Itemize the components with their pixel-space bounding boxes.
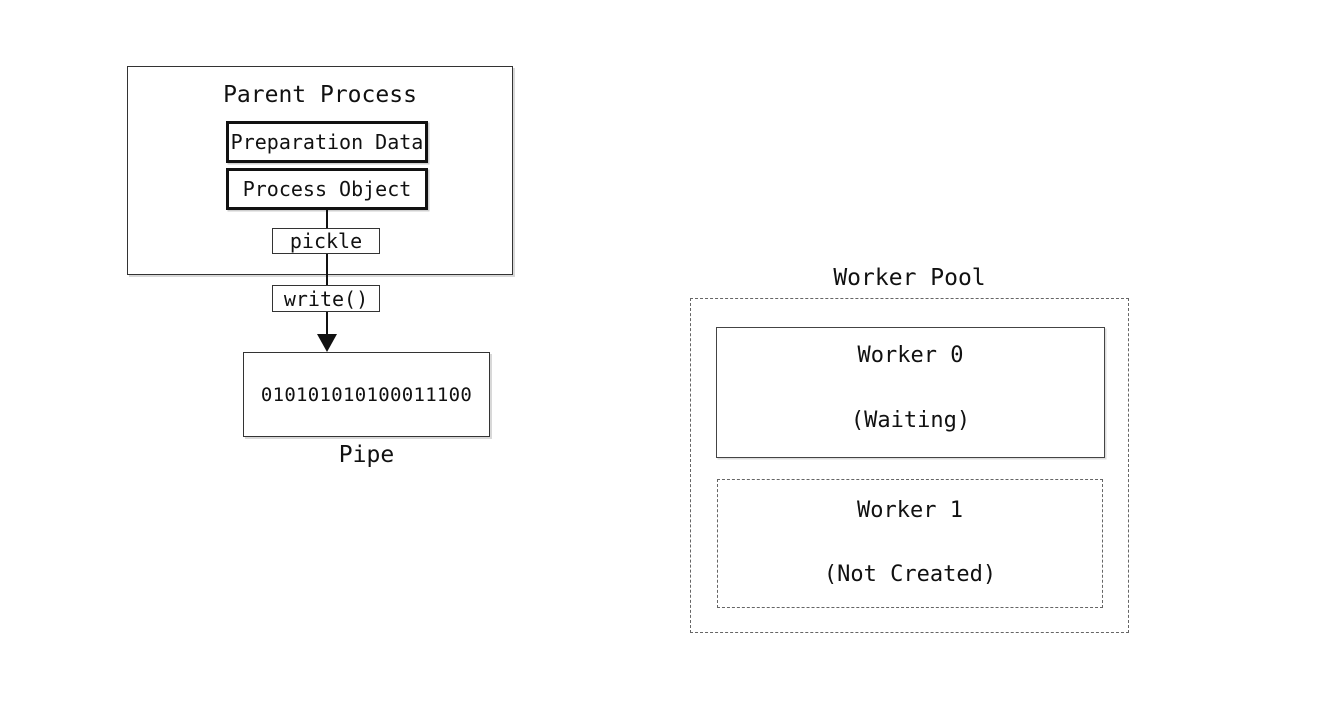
worker-pool-title: Worker Pool bbox=[833, 265, 986, 291]
worker-1-name: Worker 1 bbox=[857, 498, 963, 523]
worker-0-box: Worker 0 (Waiting) bbox=[716, 327, 1105, 458]
pickle-label: pickle bbox=[289, 229, 363, 253]
parent-process-title: Parent Process bbox=[223, 82, 417, 108]
connector-process-object-to-pickle bbox=[325, 210, 328, 228]
worker-1-box: Worker 1 (Not Created) bbox=[717, 479, 1103, 608]
worker-0-name: Worker 0 bbox=[857, 343, 964, 368]
worker-pool-box bbox=[690, 298, 1129, 633]
worker-1-status: (Not Created) bbox=[823, 562, 997, 587]
connector-pickle-to-write bbox=[325, 254, 328, 285]
write-label: write() bbox=[283, 286, 369, 311]
write-box: write() bbox=[272, 285, 380, 312]
connector-write-to-pipe bbox=[325, 312, 328, 336]
preparation-data-label: Preparation Data bbox=[230, 130, 424, 154]
worker-0-status: (Waiting) bbox=[850, 408, 971, 433]
pipe-binary-content: 010101010100011100 bbox=[260, 383, 473, 406]
pipe-box: 010101010100011100 bbox=[243, 352, 490, 437]
process-object-label: Process Object bbox=[242, 177, 412, 201]
pipe-label: Pipe bbox=[338, 442, 395, 468]
pickle-box: pickle bbox=[272, 228, 380, 254]
preparation-data-box: Preparation Data bbox=[226, 121, 428, 163]
arrow-down-icon bbox=[316, 334, 337, 352]
process-object-box: Process Object bbox=[226, 168, 428, 210]
